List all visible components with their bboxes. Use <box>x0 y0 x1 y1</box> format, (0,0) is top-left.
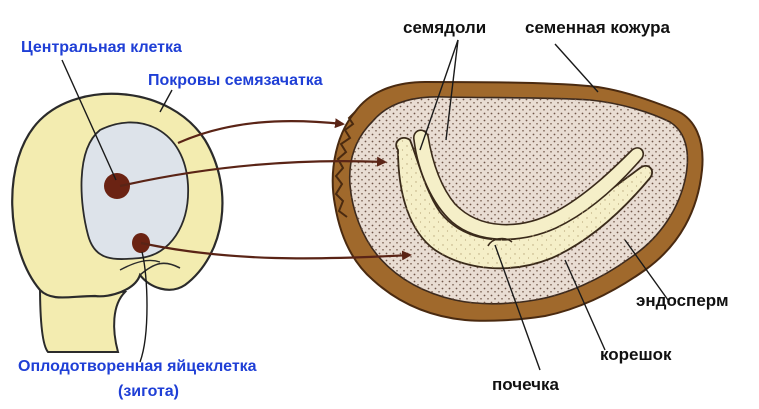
label-plumule: почечка <box>492 375 559 394</box>
label-cotyledons: семядоли <box>403 18 487 37</box>
label-endosperm: эндосперм <box>636 291 729 310</box>
label-radicle: корешок <box>600 345 672 364</box>
seed <box>331 80 704 322</box>
leader-seed-coat <box>554 43 599 93</box>
arrow-central-cell-to-endosperm <box>119 156 387 188</box>
label-zygote: (зигота) <box>118 383 180 400</box>
arrows <box>119 118 412 261</box>
central-cell-nucleus <box>104 173 130 199</box>
micropyle <box>139 262 181 276</box>
leader-central-cell <box>61 59 117 181</box>
label-ovule-integuments: Покровы семязачатка <box>148 72 323 89</box>
leader-cotyledon-2 <box>445 39 459 141</box>
cotyledon-outer <box>413 129 645 241</box>
leader-plumule <box>494 244 541 371</box>
embryo-texture <box>396 137 653 269</box>
ovule-stalk <box>38 283 128 353</box>
arrow-zygote-to-embryo <box>140 241 412 261</box>
leader-integuments <box>159 89 173 113</box>
label-fertilized-egg: Оплодотворенная яйцеклетка <box>18 358 257 375</box>
endosperm-dots <box>349 96 688 304</box>
micropyle-line <box>119 259 161 271</box>
leader-radicle <box>564 259 606 351</box>
label-central-cell: Центральная клетка <box>21 39 182 56</box>
leader-lines <box>61 39 669 371</box>
ovule <box>11 92 224 353</box>
arrow-integuments-to-seed-coat <box>177 118 345 145</box>
plumule-tip <box>487 237 513 247</box>
embryo-sac <box>80 121 189 260</box>
leader-zygote <box>139 251 148 363</box>
label-seed-coat: семенная кожура <box>525 18 670 37</box>
leader-endosperm <box>624 239 669 301</box>
seed-coat-ridges <box>334 111 356 218</box>
leader-cotyledon-1 <box>419 39 459 151</box>
